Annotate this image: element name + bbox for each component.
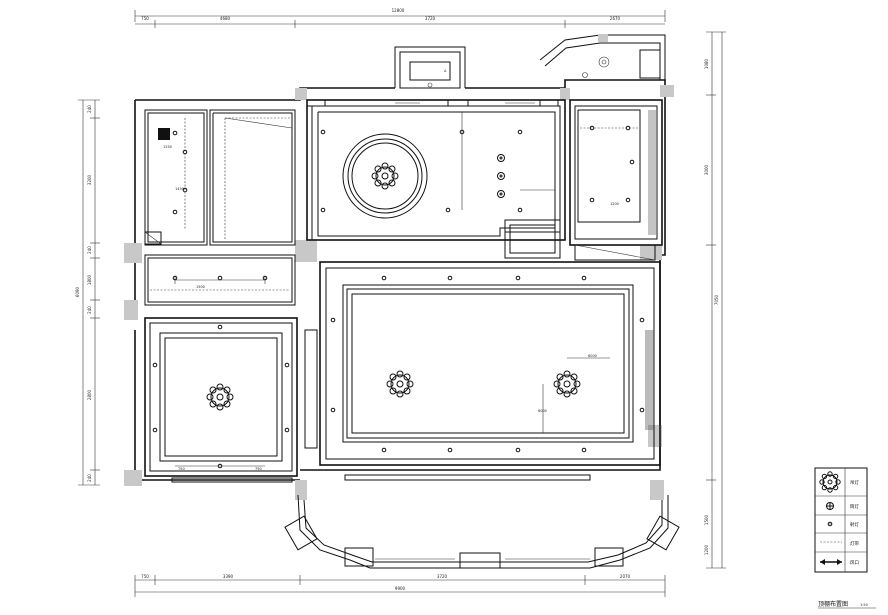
legend-label-downlight: 筒灯 (850, 503, 859, 510)
left-dim-6: 2800 (87, 389, 92, 400)
left-dim-2: 3200 (87, 174, 92, 185)
bottom-dimension: 750 3390 3720 2070 9900 (134, 574, 666, 597)
southwest-bedroom: 750 750 (144, 317, 298, 483)
living-spotlights (330, 275, 645, 453)
legend: 吊灯 筒灯 射灯 灯带 风口 (814, 467, 868, 573)
bottom-dim-3: 3720 (437, 574, 448, 579)
top-total-dim: 12800 (392, 8, 405, 13)
bottom-dim-4: 2070 (620, 574, 631, 579)
bathroom-room: 1250 1450 (144, 109, 208, 246)
master-dim: 1200 (610, 202, 619, 206)
top-dimension: 12800 750 4680 3720 2670 (134, 8, 666, 28)
living-room: 6000 6000 (304, 261, 661, 481)
downlight-icon (826, 502, 834, 510)
left-dim-3: 240 (87, 246, 92, 254)
dining-room (306, 99, 566, 259)
corridor-dim: 1500 (196, 285, 205, 289)
legend-label-spotlight: 射灯 (850, 521, 859, 528)
bottom-dim-2: 3390 (223, 574, 234, 579)
dining-spotlights (497, 154, 505, 198)
left-dim-1: 240 (87, 105, 92, 113)
spotlight-icon (827, 521, 833, 527)
closet-room (209, 109, 296, 246)
right-dim-3: 1500 (704, 514, 709, 525)
master-downlights (589, 125, 635, 203)
bedroom-chandelier-icon (206, 383, 234, 411)
bedroom-spotlights (152, 324, 290, 469)
top-dim-3: 3720 (425, 16, 436, 21)
bath-dim-b: 1450 (175, 187, 184, 191)
right-dim-4: 1200 (704, 544, 709, 555)
outer-walls (124, 79, 674, 500)
top-dim-2: 4680 (220, 16, 231, 21)
legend-label-striplight: 灯带 (850, 540, 859, 547)
caption-title: 顶棚布置图 (818, 600, 848, 608)
right-total-dim: 7050 (714, 294, 719, 305)
left-total-dim: 6090 (75, 286, 80, 297)
legend-label-chandelier: 吊灯 (850, 479, 859, 486)
bath-dim-a: 1250 (163, 145, 172, 149)
bedroom-dim-1: 750 (178, 467, 185, 471)
legend-label-vent: 风口 (850, 560, 859, 566)
living-dim: 6000 (588, 354, 597, 358)
left-dim-7: 240 (87, 474, 92, 482)
top-dim-1: 750 (141, 16, 149, 21)
drawing-caption: 顶棚布置图 1:50 (818, 600, 876, 609)
bedroom-dim-2: 750 (255, 467, 262, 471)
corridor-strip: 1500 (144, 254, 296, 306)
vent-icon (820, 559, 842, 565)
bottom-dim-1: 750 (141, 574, 149, 579)
top-dim-4: 2670 (610, 16, 621, 21)
caption-scale: 1:50 (860, 603, 868, 607)
living-dim-b: 6000 (538, 409, 547, 413)
bay-box-label: A (444, 69, 447, 73)
right-dimension: 7050 1080 3000 1500 1200 (704, 31, 726, 569)
living-chandelier-right-icon (553, 370, 581, 398)
dining-chandelier-icon (371, 162, 399, 190)
left-dimension: 6090 240 3200 240 1800 240 2800 240 (75, 99, 100, 486)
master-room: 1200 (569, 99, 663, 261)
chandelier-icon (819, 471, 841, 493)
bottom-total-dim: 9900 (395, 586, 406, 591)
left-dim-5: 240 (87, 306, 92, 314)
balcony (284, 494, 680, 569)
top-bay: A (394, 46, 466, 89)
right-dim-2: 3000 (704, 164, 709, 175)
left-dim-4: 1800 (87, 274, 92, 285)
living-chandelier-left-icon (386, 370, 414, 398)
northeast-room (539, 34, 666, 80)
right-dim-1: 1080 (704, 58, 709, 69)
